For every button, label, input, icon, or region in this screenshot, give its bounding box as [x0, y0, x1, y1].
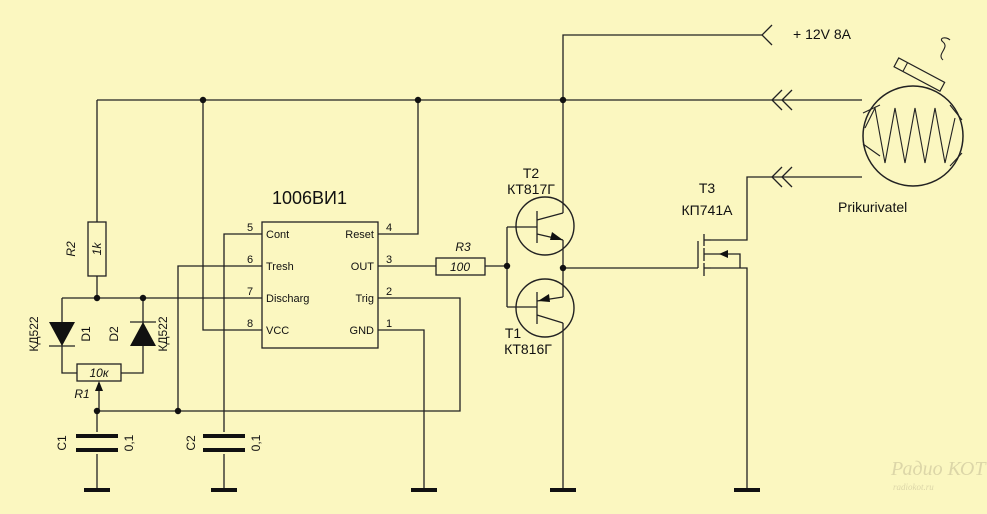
t1-collector — [536, 314, 564, 324]
ic-pin6-label: Tresh — [266, 261, 294, 273]
heater-coil-icon — [864, 106, 956, 164]
capacitor-c2: C2 0,1 — [184, 434, 263, 452]
diode-d2: D2 КД522 — [107, 316, 170, 351]
ic-pin8-number: 8 — [247, 318, 253, 330]
c1-value: 0,1 — [122, 434, 136, 451]
ic-pin3-label: OUT — [351, 261, 375, 273]
connectors: + 12V 8A — [761, 24, 852, 188]
r3-value: 100 — [450, 260, 470, 274]
d2-type: КД522 — [156, 316, 170, 351]
ic-pin5-label: Cont — [266, 229, 289, 241]
ic-name: 1006ВИ1 — [272, 188, 347, 208]
watermark-url: radiokot.ru — [893, 482, 934, 492]
ic-body — [261, 221, 379, 349]
t2-ref: T2 — [523, 165, 540, 181]
d1-type: КД522 — [27, 316, 41, 351]
d1-triangle — [49, 322, 75, 346]
transistor-t1: T1 КТ816Г — [504, 278, 575, 357]
connector-top-icon — [781, 89, 793, 111]
r1-value: 10к — [89, 366, 109, 380]
t3-arrow — [719, 250, 728, 258]
r3-body — [435, 257, 486, 276]
d2-ref: D2 — [107, 326, 121, 342]
ic-pin5-number: 5 — [247, 222, 253, 234]
ic-pin2-label: Trig — [355, 293, 374, 305]
transistor-t2: T2 КТ817Г — [507, 165, 575, 256]
c2-ref: C2 — [184, 435, 198, 451]
ic-pin8-label: VCC — [266, 325, 289, 337]
lighter-body — [862, 85, 964, 187]
d1-ref: D1 — [79, 326, 93, 342]
potentiometer-r1: 10к R1 — [74, 363, 122, 401]
load-label: Prikurivatel — [838, 199, 907, 215]
ic-1006vi1: 1006ВИ1 Cont Tresh Discharg VCC Reset OU… — [247, 188, 392, 349]
t2-body — [515, 196, 575, 256]
t1-emitter-arrow — [538, 294, 550, 302]
power-label: + 12V 8A — [793, 26, 852, 42]
t1-body — [515, 278, 575, 338]
capacitor-c1: C1 0,1 — [55, 434, 136, 452]
diode-d1: D1 КД522 — [27, 316, 93, 351]
connector-bottom-icon — [771, 166, 783, 188]
resistor-r3: 100 R3 — [435, 240, 486, 276]
r1-wiper-arrow — [95, 381, 103, 391]
smoke-icon — [940, 37, 951, 61]
power-terminal-icon — [761, 24, 773, 46]
ic-pin3-number: 3 — [386, 254, 392, 266]
t2-type: КТ817Г — [507, 181, 555, 197]
ic-pin2-number: 2 — [386, 286, 392, 298]
r1-ref: R1 — [74, 387, 89, 401]
connector-top-icon — [771, 89, 783, 111]
transistor-t3: T3 КП741А — [682, 180, 741, 276]
r2-body — [87, 221, 107, 277]
t1-type: КТ816Г — [504, 341, 552, 357]
resistor-r2: 1k R2 — [64, 221, 107, 277]
heater-ends — [862, 104, 963, 167]
connector-bottom-icon — [781, 166, 793, 188]
c2-value: 0,1 — [249, 434, 263, 451]
r2-ref: R2 — [64, 241, 78, 257]
ic-pin6-number: 6 — [247, 254, 253, 266]
cigarette-icon — [893, 57, 946, 93]
d2-triangle — [130, 322, 156, 346]
c1-ref: C1 — [55, 435, 69, 451]
lighter-load: Prikurivatel — [838, 37, 964, 215]
ic-pin1-label: GND — [350, 325, 375, 337]
t3-type: КП741А — [682, 202, 734, 218]
ic-pin4-number: 4 — [386, 222, 392, 234]
wiring — [61, 34, 862, 490]
ic-pin4-label: Reset — [345, 229, 374, 241]
ic-pin7-label: Discharg — [266, 293, 309, 305]
t2-emitter-arrow — [550, 232, 563, 240]
ic-pin1-number: 1 — [386, 318, 392, 330]
t3-body-link — [704, 253, 741, 268]
t2-collector — [536, 212, 564, 221]
ic-pin7-number: 7 — [247, 286, 253, 298]
t1-ref: T1 — [505, 325, 522, 341]
junctions — [93, 96, 567, 415]
r3-ref: R3 — [455, 240, 471, 254]
t3-ref: T3 — [699, 180, 716, 196]
watermark-logo: Радио КОТ radiokot.ru — [890, 458, 987, 492]
watermark-title: Радио КОТ — [890, 458, 987, 480]
r2-value: 1k — [90, 242, 104, 256]
